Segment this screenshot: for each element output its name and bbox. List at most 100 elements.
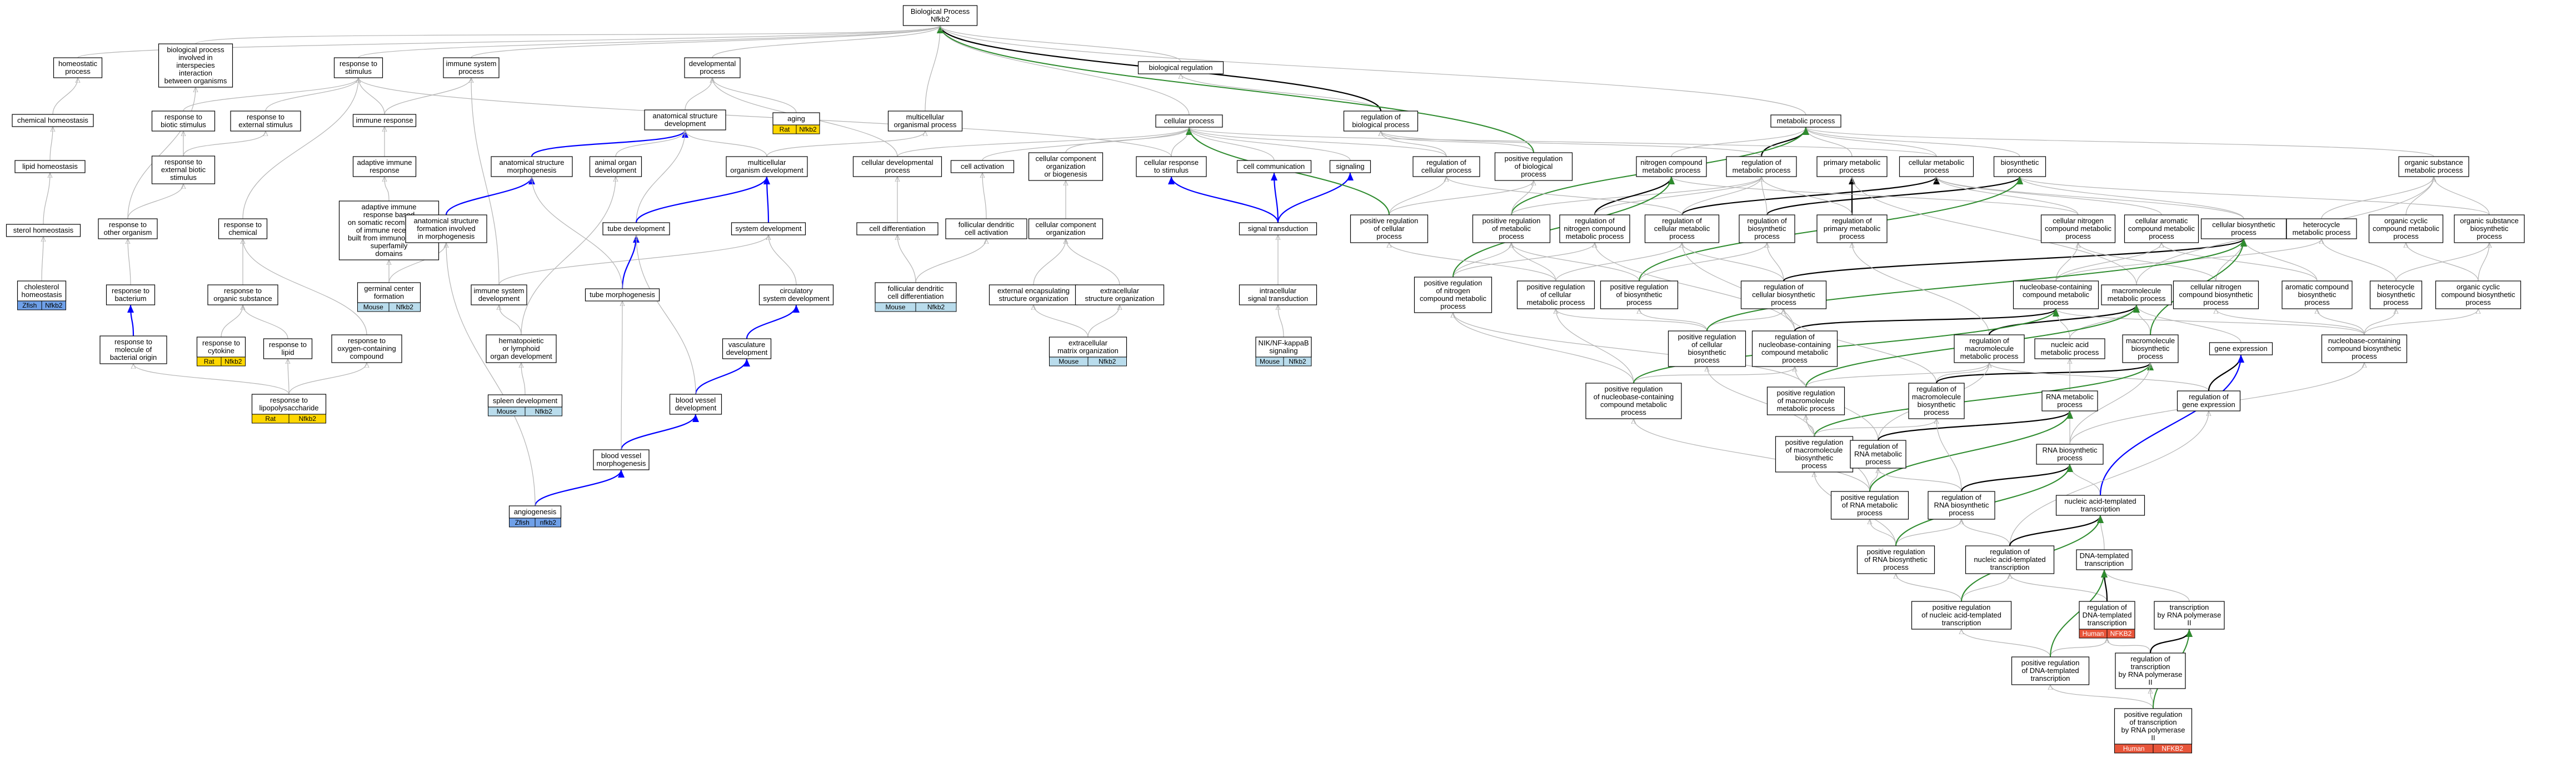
go-term-node[interactable]: biological regulation [1137,61,1224,74]
go-term-node[interactable]: tube development [602,222,670,235]
go-term-node[interactable]: cell communication [1236,160,1312,173]
go-term-node[interactable]: signaling [1329,160,1371,173]
go-term-node[interactable]: metabolic process [1770,114,1841,128]
go-term-node[interactable]: signal transduction [1239,222,1317,235]
go-term-node[interactable]: system development [731,222,806,235]
go-term-node[interactable]: lipid homeostasis [14,160,86,173]
go-term-node[interactable]: cell differentiation [856,222,938,235]
go-term-node[interactable]: sterol homeostasis [6,224,81,237]
go-term-node[interactable]: immune response [352,114,417,127]
go-term-node[interactable]: tube morphogenesis [585,288,660,302]
go-term-node[interactable]: gene expression [2209,342,2273,355]
